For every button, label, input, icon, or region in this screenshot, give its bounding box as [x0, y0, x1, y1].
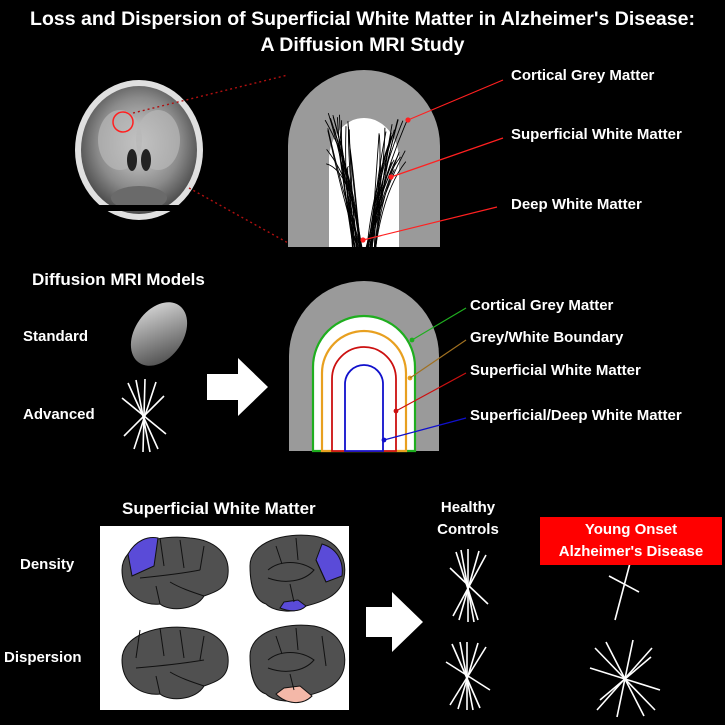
zoom-line-top — [132, 74, 289, 114]
fiber-strand — [375, 161, 407, 248]
models-heading: Diffusion MRI Models — [32, 270, 205, 289]
title-line-2: A Diffusion MRI Study — [260, 34, 465, 56]
label-advanced: Advanced — [23, 406, 95, 423]
yoad-line-1: Young Onset — [584, 521, 678, 538]
healthy-controls-label: Healthy Controls — [432, 497, 504, 541]
brain-lateral-dispersion — [121, 626, 229, 700]
fiber-strand — [327, 128, 361, 248]
healthy-line-2: Controls — [437, 521, 499, 538]
yoad-line-2: Alzheimer's Disease — [558, 543, 704, 560]
leader-superficial-top — [390, 137, 504, 178]
brain-medial-dispersion — [249, 624, 346, 703]
label-deep-white-top: Deep White Matter — [511, 196, 642, 213]
fiber-strand — [333, 128, 361, 248]
leader-superficial-middle — [395, 372, 467, 412]
label-cortical-grey-middle: Cortical Grey Matter — [470, 297, 614, 314]
panel-heading: Superficial White Matter — [122, 499, 316, 518]
healthy-line-1: Healthy — [440, 499, 496, 516]
leader-cortical-middle — [411, 307, 467, 341]
gyrus-schematic-middle — [289, 281, 439, 453]
brain-surfaces — [121, 534, 346, 703]
advanced-fiber-glyph — [121, 378, 167, 453]
leader-superficial-deep-middle — [383, 417, 467, 441]
arrow-right-middle — [207, 358, 268, 416]
standard-tensor-ellipsoid — [130, 302, 188, 366]
brain-lateral-density — [121, 536, 229, 610]
fiber-strand — [368, 140, 391, 248]
fiber-strand — [347, 121, 362, 248]
cortical-surface-panel — [100, 526, 349, 710]
fiber-strand — [369, 120, 404, 248]
fiber-strand — [371, 132, 392, 248]
yoad-label-box: Young Onset Alzheimer's Disease — [540, 517, 722, 565]
label-superficial-white-top: Superficial White Matter — [511, 126, 682, 143]
healthy-density-glyph — [449, 549, 489, 623]
leader-cortical-top — [407, 79, 504, 121]
label-cortical-grey-top: Cortical Grey Matter — [511, 67, 655, 84]
fiber-strand — [332, 114, 354, 248]
label-boundary-middle: Grey/White Boundary — [470, 329, 624, 346]
healthy-dispersion-glyph — [445, 641, 491, 711]
leader-boundary-middle — [409, 339, 467, 379]
fiber-strand — [375, 119, 399, 248]
arrow-right-bottom — [366, 592, 423, 652]
zoom-line-bottom — [188, 187, 291, 245]
figure-title: Loss and Dispersion of Superficial White… — [0, 6, 725, 58]
yoad-dispersion-glyph — [589, 639, 661, 718]
label-standard: Standard — [23, 328, 89, 345]
fiber-strand — [367, 151, 400, 248]
label-density: Density — [20, 556, 75, 573]
leader-deep-top — [362, 206, 498, 241]
label-dispersion: Dispersion — [4, 649, 82, 666]
mri-coronal-slice — [75, 80, 203, 220]
label-superficial-white-middle: Superficial White Matter — [470, 362, 641, 379]
fiber-strand — [327, 112, 354, 248]
title-line-1: Loss and Dispersion of Superficial White… — [30, 8, 695, 30]
brain-medial-density — [249, 534, 346, 612]
label-superficial-deep-middle: Superficial/Deep White Matter — [470, 407, 682, 424]
gyrus-schematic-top — [288, 70, 440, 248]
